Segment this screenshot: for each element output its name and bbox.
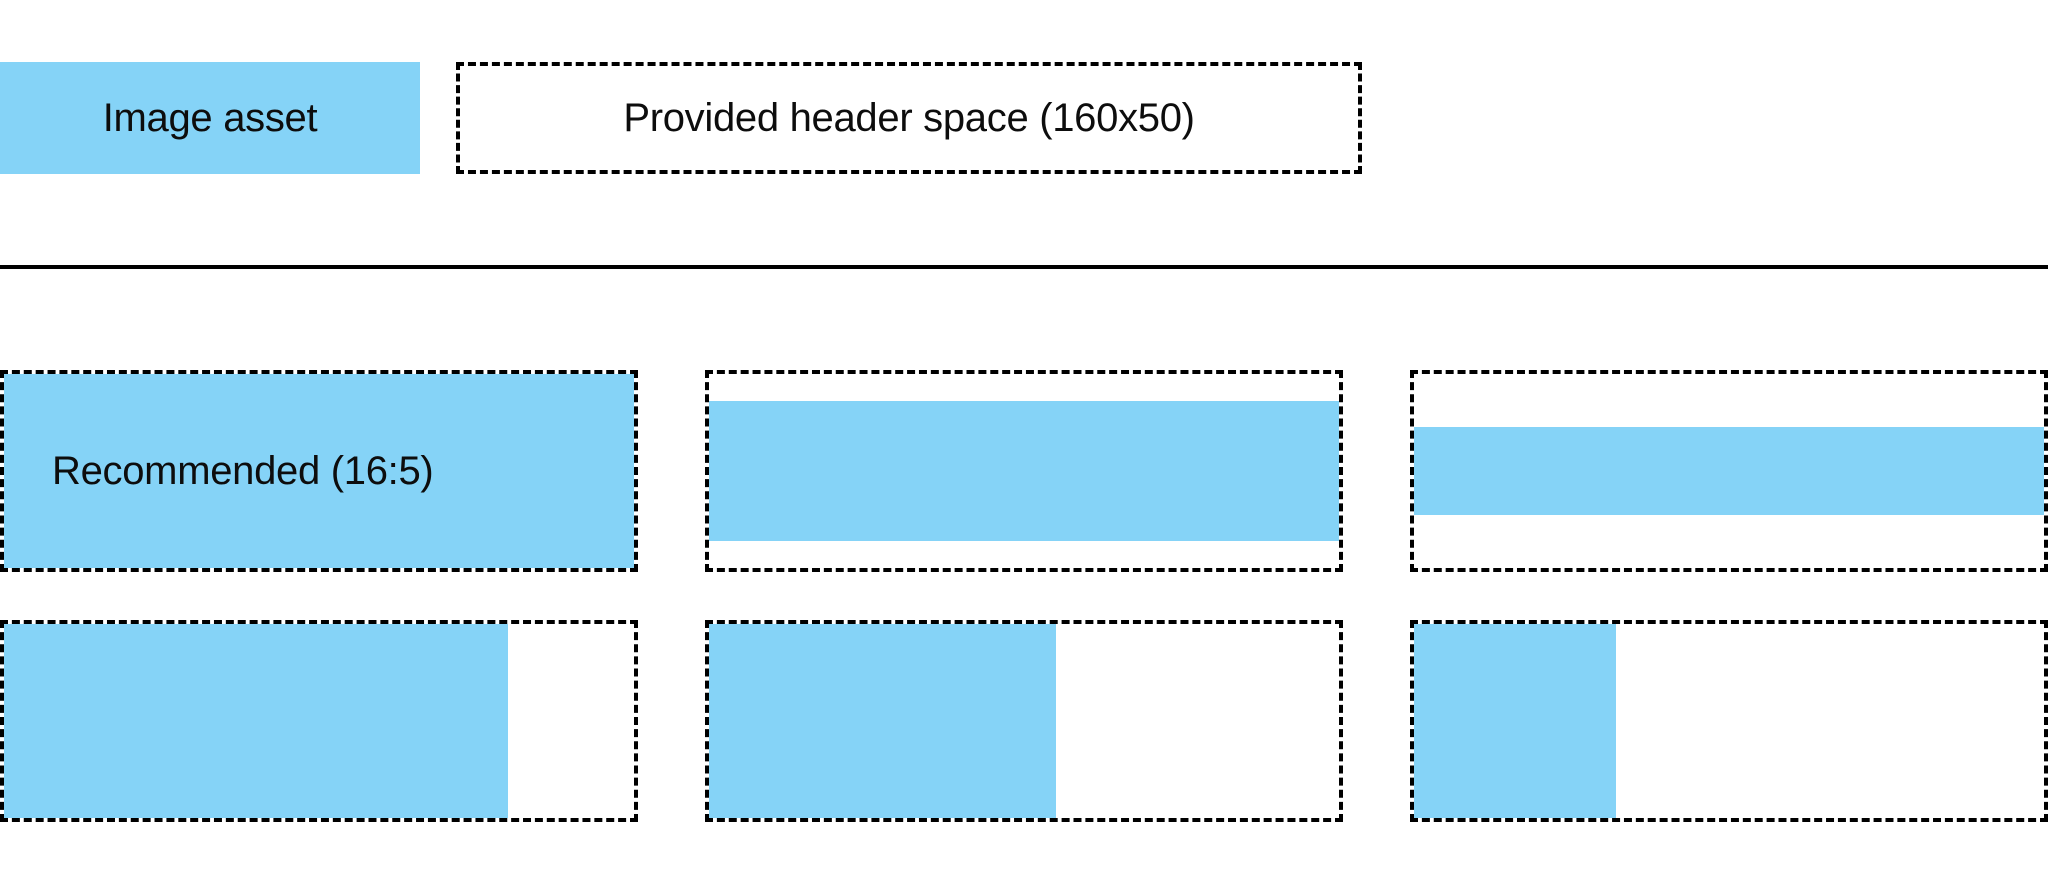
ratio-cell <box>1410 620 2048 822</box>
provided-header-space-box: Provided header space (160x50) <box>456 62 1362 174</box>
asset-fill <box>4 374 634 568</box>
ratio-cell <box>0 620 638 822</box>
asset-fill <box>709 624 1056 818</box>
asset-fill <box>4 624 508 818</box>
section-divider <box>0 265 2048 269</box>
ratio-grid: Recommended (16:5) <box>0 370 2048 822</box>
asset-fill <box>1414 427 2044 515</box>
header-band: Image asset Provided header space (160x5… <box>0 62 2048 174</box>
ratio-row <box>0 620 2048 822</box>
ratio-cell: Recommended (16:5) <box>0 370 638 572</box>
asset-fill <box>709 401 1339 541</box>
ratio-cell <box>705 370 1343 572</box>
ratio-cell-label: Recommended (16:5) <box>52 449 434 493</box>
image-asset-label: Image asset <box>102 96 318 140</box>
ratio-cell <box>1410 370 2048 572</box>
image-asset-swatch: Image asset <box>0 62 420 174</box>
ratio-row: Recommended (16:5) <box>0 370 2048 572</box>
provided-header-space-label: Provided header space (160x50) <box>623 96 1195 140</box>
asset-fill <box>1414 624 1616 818</box>
ratio-cell <box>705 620 1343 822</box>
